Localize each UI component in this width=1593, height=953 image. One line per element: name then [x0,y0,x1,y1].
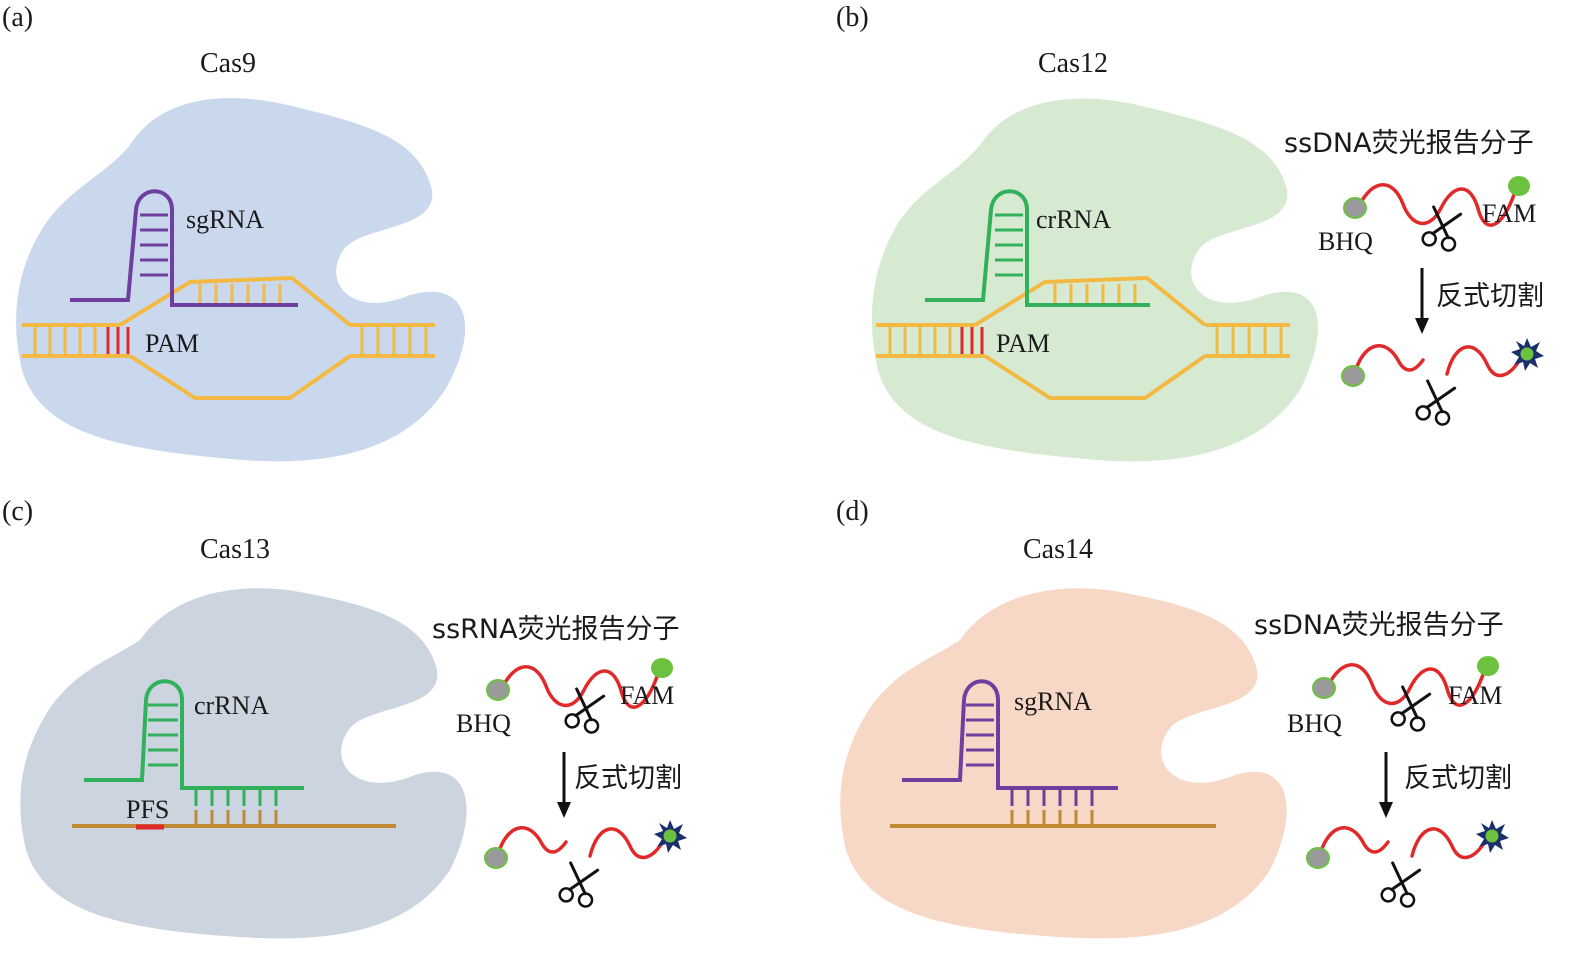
fam-label-b: FAM [1482,199,1536,228]
panel-d-title: Cas14 [1023,534,1093,565]
dsdna-a [22,275,435,400]
bhq-label-c: BHQ [456,709,511,738]
reporter-title-d: ssDNA荧光报告分子 [1254,610,1504,641]
dsdna-b [876,275,1290,400]
trans-cleavage-arrow-c [555,750,573,820]
reporter-title-c: ssRNA荧光报告分子 [432,614,680,645]
crrna-label-b: crRNA [1036,205,1111,234]
fam-label-d: FAM [1448,681,1502,710]
pam-label-a: PAM [145,329,199,358]
panel-d: (d) Cas14 sgRNA ssDNA荧光报告分子 BH [836,496,1512,939]
pam-label-b: PAM [996,329,1050,358]
sgrna-label-a: sgRNA [186,205,264,234]
target-dna-d [890,810,1216,828]
panel-c-letter: (c) [2,496,33,527]
crrna-label-c: crRNA [194,691,269,720]
bhq-label-d: BHQ [1287,709,1342,738]
trans-cleavage-label-d: 反式切割 [1404,763,1512,794]
panel-b-letter: (b) [836,2,869,33]
target-rna-c [72,810,396,828]
sgrna-label-d: sgRNA [1014,687,1092,716]
reporter-cleaved-b [1342,338,1544,426]
bhq-label-b: BHQ [1318,227,1373,256]
fam-label-c: FAM [620,681,674,710]
panel-a-letter: (a) [2,2,33,33]
panel-c: (c) Cas13 PFS crRNA ssRNA荧光报告分 [2,496,687,939]
sgrna-d [902,679,1118,806]
trans-cleavage-arrow-b [1413,266,1431,336]
reporter-cleaved-d [1307,820,1509,908]
pfs-label-c: PFS [126,795,169,824]
reporter-title-b: ssDNA荧光报告分子 [1284,128,1534,159]
panel-a: (a) Cas9 PA [2,2,466,462]
pam-site-b [960,327,984,354]
reporter-cleaved-c [485,820,687,908]
panel-c-title: Cas13 [200,534,270,565]
crrna-c [84,679,304,806]
panel-d-letter: (d) [836,496,869,527]
panel-b-title: Cas12 [1038,48,1108,79]
cas13-protein-blob [20,588,467,939]
trans-cleavage-label-b: 反式切割 [1436,281,1544,312]
cas14-protein-blob [840,588,1287,939]
panel-a-title: Cas9 [200,48,256,79]
panel-b: (b) Cas12 PAM [836,2,1544,462]
trans-cleavage-arrow-d [1377,750,1395,820]
trans-cleavage-label-c: 反式切割 [574,763,682,794]
crrna-b [925,189,1150,307]
sgrna-a [70,189,298,307]
pam-site-a [106,327,130,354]
